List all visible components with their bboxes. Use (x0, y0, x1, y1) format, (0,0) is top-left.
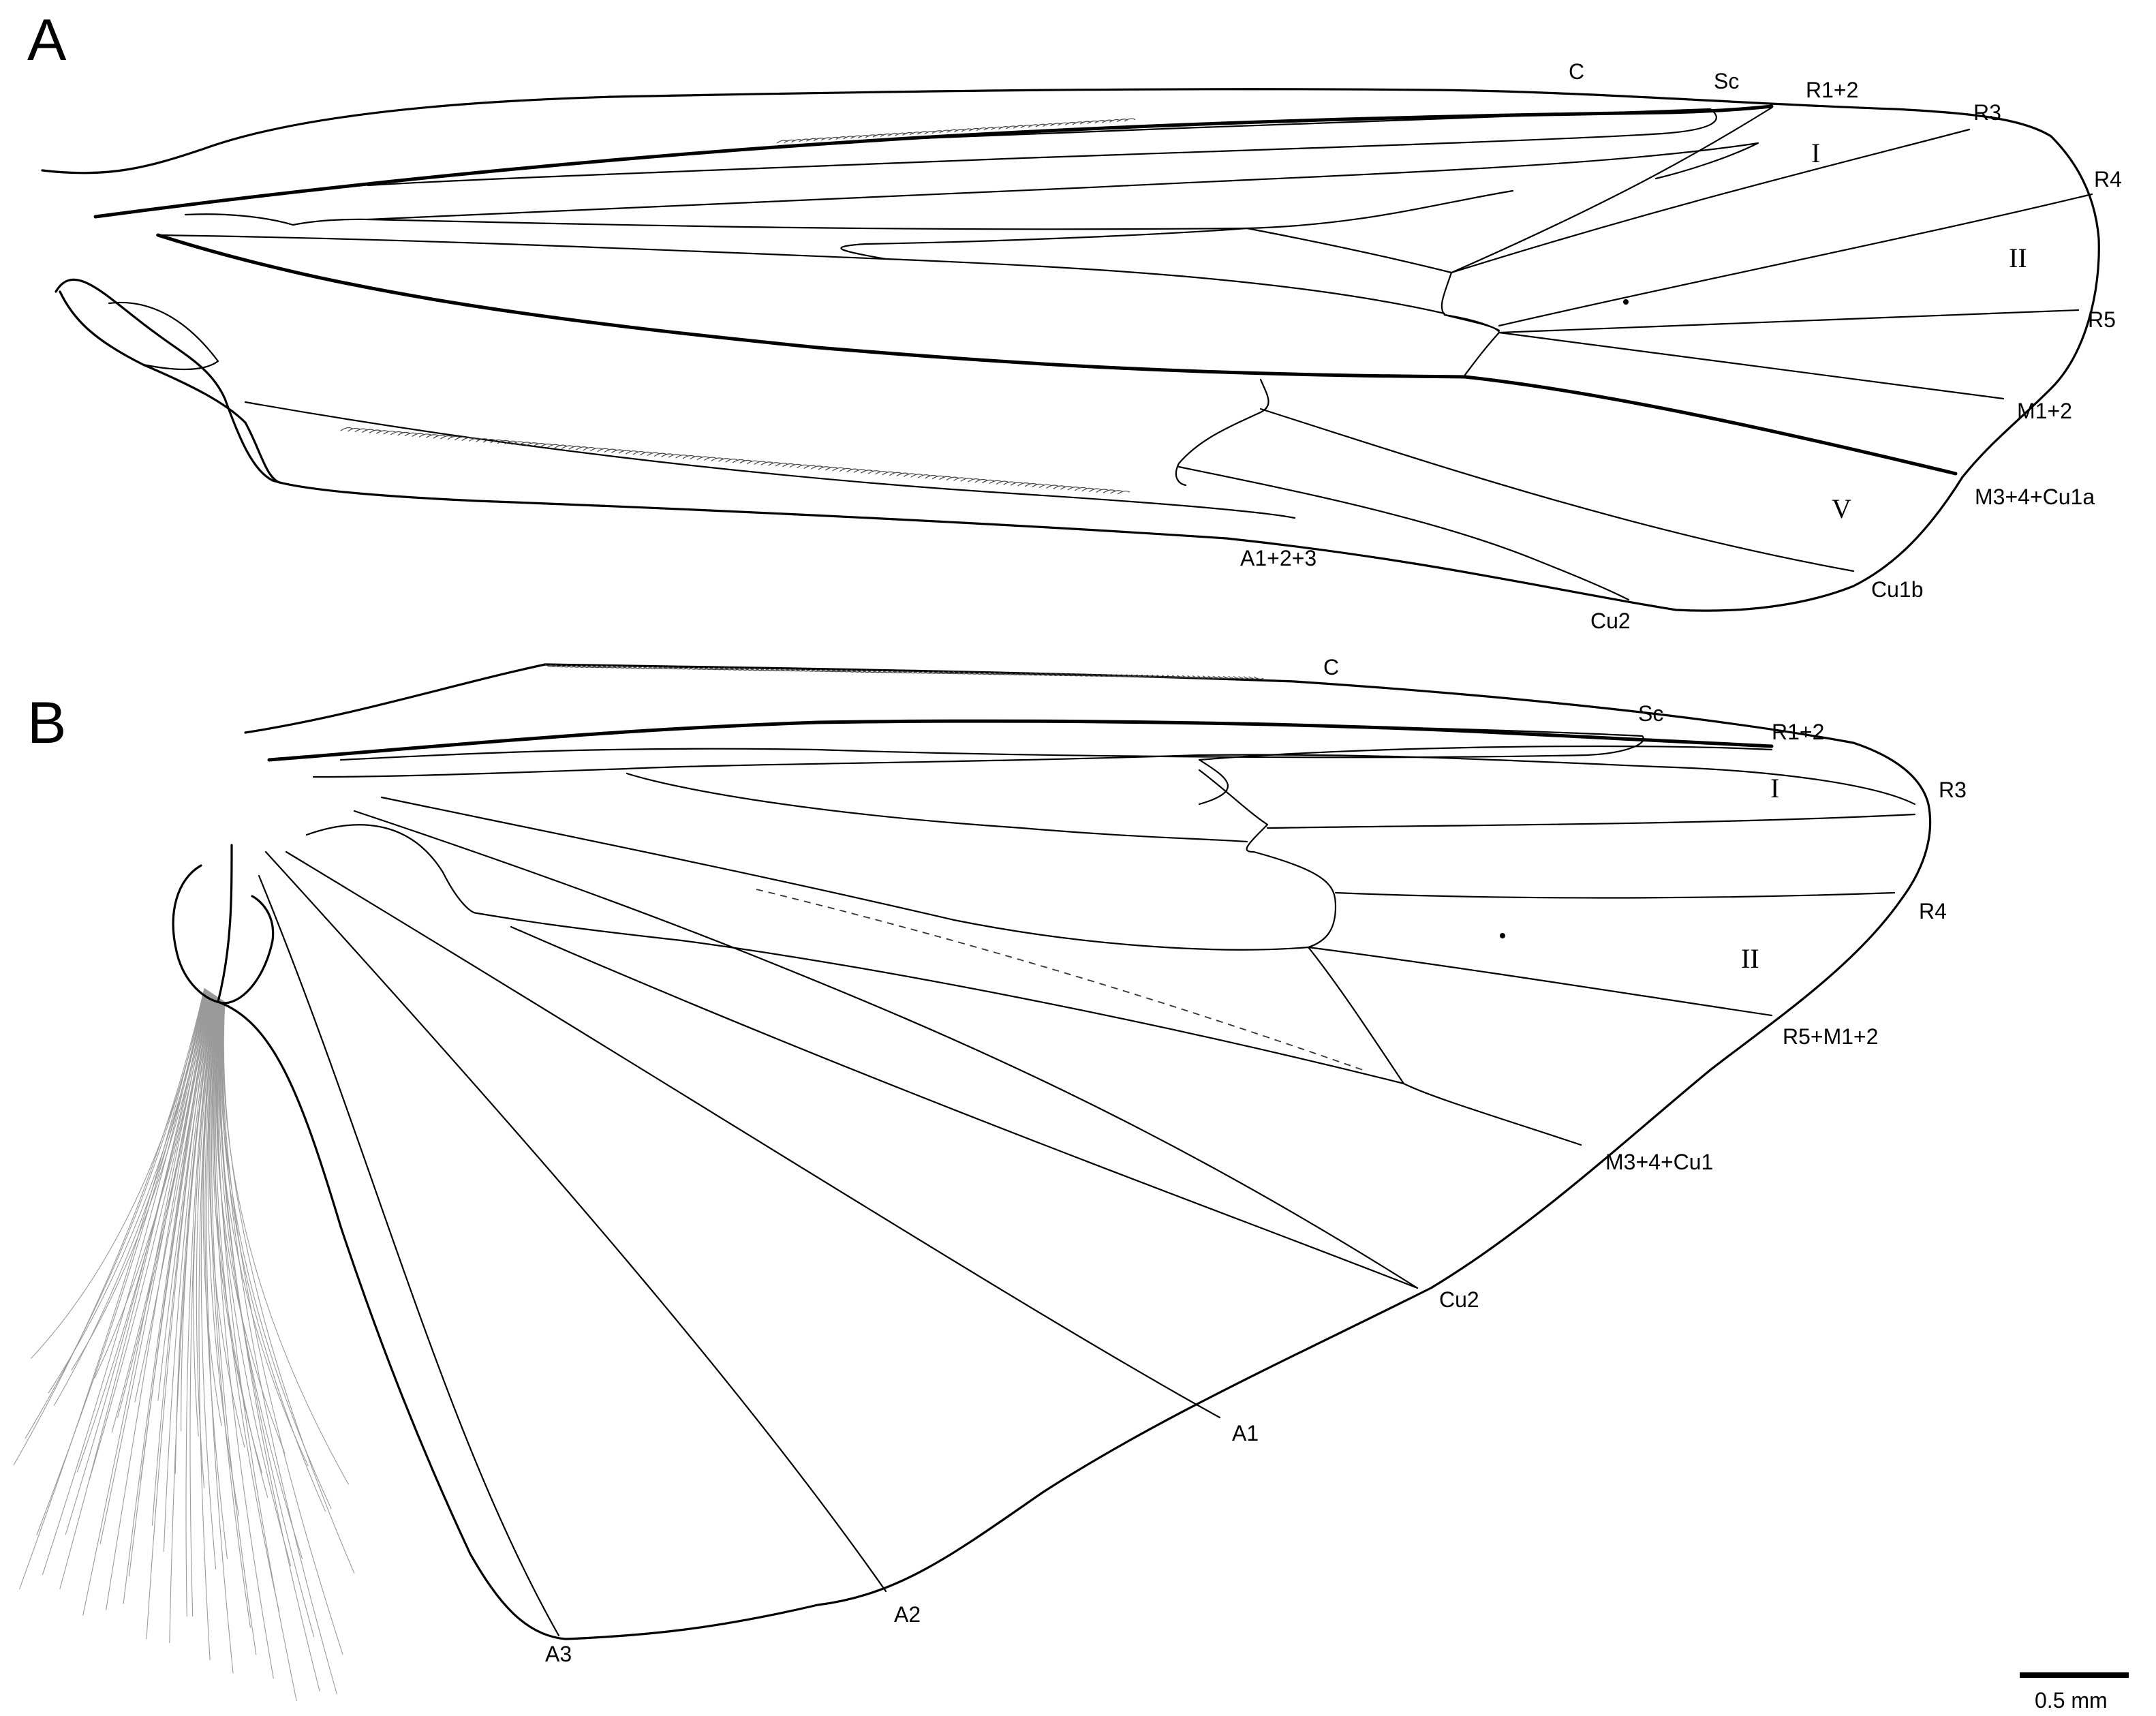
forewing-label-r3: R3 (1973, 100, 2001, 125)
hindwing-vein-a2 (264, 851, 887, 1593)
hindwing-vein-sc-loop (339, 720, 1644, 761)
scale-bar: 0.5 mm (2020, 1672, 2129, 1713)
forewing-vein-cu (156, 233, 1958, 476)
forewing-pterostigma-dot (1623, 299, 1629, 305)
forewing-vein-m-stem (884, 258, 1446, 315)
hindwing-vein-r-stem (312, 754, 1916, 806)
forewing-setae-anal (340, 427, 1130, 495)
hindwing-setae-costal (544, 664, 1264, 680)
forewing-setae-costal (776, 118, 1136, 144)
forewing-label-r5: R5 (2088, 307, 2116, 332)
hindwing-vein-cu2 (510, 925, 1419, 1289)
forewing-vein-medial (155, 227, 1248, 260)
hindwing-cell-ii: II (1741, 943, 1759, 974)
hindwing-vein-a3 (258, 874, 560, 1637)
hindwing-label-r4: R4 (1919, 899, 1947, 923)
forewing-vein-sc-branch (367, 108, 1717, 187)
forewing-vein-r4 (1498, 193, 2093, 327)
forewing-vein-r1-2 (1450, 106, 1773, 274)
forewing-label-cu2: Cu2 (1590, 609, 1631, 633)
forewing-label-a1-2-3: A1+2+3 (1240, 546, 1316, 570)
hindwing-vein-r4 (1334, 891, 1896, 899)
forewing-jugal-lobe (108, 301, 219, 371)
hindwing-vein-m (380, 796, 1310, 951)
hindwing-vein-cu2-upper (353, 810, 1419, 1289)
forewing-hind-margin (59, 290, 281, 484)
panel-b-letter: B (27, 690, 66, 756)
forewing-vein-m1-2 (1498, 331, 2005, 400)
panel-a: A I II V C Sc (27, 7, 2122, 633)
hindwing-basal-fringe (13, 987, 355, 1702)
hindwing-vein-m3-4-cu1 (476, 912, 1582, 1146)
hindwing-vein-r1-2 (1198, 745, 1773, 806)
forewing-label-r1-2: R1+2 (1806, 78, 1858, 102)
forewing-vein-r5 (1498, 309, 2080, 334)
forewing-vein-discal-upper (1246, 227, 1500, 332)
forewing-vein-cu2 (1177, 465, 1630, 601)
forewing-cell-ii: II (2009, 243, 2027, 273)
hindwing-label-cu2: Cu2 (1439, 1287, 1479, 1312)
hindwing-jugal-lobe (172, 864, 275, 1005)
forewing-vein-r3 (1450, 128, 1971, 274)
hindwing-label-a3: A3 (545, 1642, 572, 1666)
forewing-cell-i: I (1811, 138, 1820, 168)
hindwing-cell-i: I (1770, 773, 1779, 803)
forewing-vein-crossvein-r-m (1443, 313, 1500, 376)
forewing-vein-rs-stem (367, 189, 1514, 230)
hindwing-label-r3: R3 (1939, 778, 1967, 802)
hindwing-vein-m-stem-lower (1307, 946, 1405, 1085)
hindwing-pterostigma-dot (1500, 933, 1505, 938)
forewing-vein-cu1b (1259, 408, 1855, 572)
hindwing-label-a2: A2 (894, 1602, 921, 1627)
hindwing-label-m3-4-cu1: M3+4+Cu1 (1605, 1150, 1713, 1174)
forewing-label-m1-2: M1+2 (2017, 399, 2072, 423)
hindwing-label-r1-2: R1+2 (1772, 720, 1824, 744)
forewing-label-cu1b: Cu1b (1871, 577, 1924, 602)
forewing-vein-a1-2-3 (244, 401, 1296, 519)
forewing-vein-sc (93, 104, 1774, 219)
forewing-label-m3-4-cu1a: M3+4+Cu1a (1975, 485, 2095, 509)
forewing-vein-cu-crossvein (1175, 378, 1269, 487)
forewing-costal-margin (41, 88, 2100, 612)
forewing-cell-v: V (1832, 493, 1851, 524)
hindwing-vein-r3 (1266, 813, 1916, 829)
forewing-label-r4: R4 (2094, 167, 2122, 191)
hindwing-vein-m-fold (756, 889, 1364, 1071)
panel-b: B I II C Sc R1+2 R3 R4 (13, 655, 1967, 1702)
hindwing-vein-discal (1198, 769, 1337, 949)
forewing-label-sc: Sc (1714, 69, 1739, 93)
scale-bar-label: 0.5 mm (2035, 1688, 2108, 1713)
panel-a-letter: A (27, 7, 67, 73)
hindwing-vein-cu-loop (305, 824, 478, 915)
hindwing-label-r5-m1-2: R5+M1+2 (1783, 1024, 1879, 1049)
hindwing-label-c: C (1323, 655, 1339, 679)
forewing-label-c: C (1569, 59, 1584, 84)
hindwing-vein-a1 (285, 851, 1221, 1419)
hindwing-vein-r5-m1-2 (1307, 946, 1773, 1017)
hindwing-label-a1: A1 (1232, 1421, 1259, 1445)
hindwing-vein-rs (626, 772, 1248, 843)
hindwing-label-sc: Sc (1638, 701, 1663, 726)
forewing-vein-r (184, 142, 1759, 226)
